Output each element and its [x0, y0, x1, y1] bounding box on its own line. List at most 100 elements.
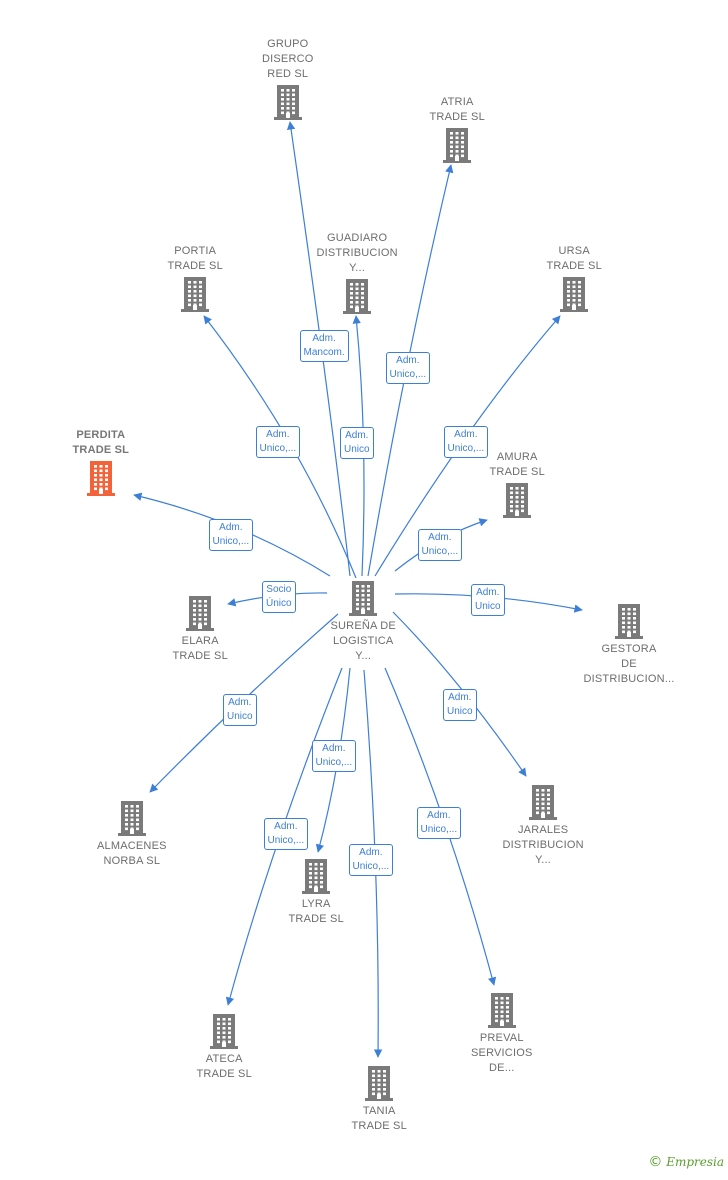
- company-label-grupo-line: DISERCO: [262, 53, 314, 65]
- edge-label-jarales[interactable]: Adm.Unico: [443, 689, 477, 721]
- company-label-grupo-line: GRUPO: [267, 38, 309, 50]
- edge-label-line: Adm.: [228, 697, 252, 708]
- company-label-ateca-line: TRADE SL: [196, 1068, 252, 1080]
- edge-label-line: Unico,...: [447, 443, 485, 454]
- company-label-ursa-line: TRADE SL: [546, 260, 602, 272]
- company-label-jarales-line: JARALES: [517, 824, 569, 836]
- edge-jarales: [392, 611, 527, 777]
- center-company-label-line: Y...: [355, 650, 372, 662]
- edge-label-grupo[interactable]: Adm.Mancom.: [299, 330, 349, 362]
- edge-label-line: Adm.: [359, 847, 383, 858]
- company-label-perdita-line: PERDITA: [76, 429, 126, 441]
- building-icon: [343, 279, 371, 314]
- edge-label-line: Unico,...: [389, 369, 427, 380]
- company-label-grupo: GRUPO DISERCO RED SL: [262, 37, 314, 82]
- company-label-gestora: GESTORA DE DISTRIBUCION...: [584, 642, 675, 687]
- company-label-portia-line: TRADE SL: [167, 260, 223, 272]
- company-label-jarales: JARALES DISTRIBUCION Y...: [503, 823, 584, 868]
- company-label-jarales-line: DISTRIBUCION: [502, 839, 584, 851]
- building-icon: [349, 581, 377, 616]
- edge-label-line: Unico,...: [352, 861, 390, 872]
- company-label-perdita-line: TRADE SL: [72, 444, 130, 456]
- company-label-gestora-line: DISTRIBUCION...: [583, 673, 675, 685]
- center-company-label: SUREÑA DE LOGISTICA Y...: [331, 619, 396, 664]
- company-label-atria-line: ATRIA: [440, 96, 474, 108]
- building-icon: [186, 596, 214, 631]
- edge-label-line: Unico: [344, 444, 370, 455]
- edge-label-line: Adm.: [274, 821, 298, 832]
- edge-label-gestora[interactable]: Adm. Unico: [471, 584, 505, 616]
- company-label-ursa: URSA TRADE SL: [547, 244, 602, 274]
- center-company-label-line: LOGISTICA: [332, 635, 394, 647]
- company-label-perdita: PERDITA TRADE SL: [73, 428, 130, 458]
- edge-label-guadiaro[interactable]: Adm.Unico: [340, 427, 374, 459]
- edge-label-line: Socio: [266, 584, 292, 595]
- edge-label-almacenes[interactable]: Adm. Unico: [223, 694, 257, 726]
- edge-label-atria[interactable]: Adm. Unico,...: [385, 352, 431, 384]
- building-icon: [503, 483, 531, 518]
- edge-label-lyra[interactable]: Adm. Unico,...: [311, 740, 357, 772]
- company-label-almacenes: ALMACENES NORBA SL: [97, 839, 167, 869]
- edge-label-line: Adm.: [428, 532, 452, 543]
- edge-label-perdita[interactable]: Adm.Unico,...: [208, 519, 254, 551]
- company-label-jarales-line: Y...: [535, 854, 552, 866]
- company-label-amura-line: AMURA: [496, 451, 538, 463]
- edge-label-line: Unico: [227, 711, 253, 722]
- edge-label-line: Adm.: [427, 810, 451, 821]
- company-label-guadiaro-line: DISTRIBUCION: [316, 247, 398, 259]
- building-icon: [87, 461, 115, 496]
- edge-label-ateca[interactable]: Adm.Unico,...: [263, 818, 309, 850]
- brand-name: Empresia: [666, 1155, 724, 1169]
- company-label-gestora-line: DE: [621, 658, 637, 670]
- edge-label-line: Adm.: [454, 429, 478, 440]
- company-label-tania-line: TRADE SL: [351, 1120, 407, 1132]
- building-icon: [210, 1014, 238, 1049]
- building-icon: [488, 993, 516, 1028]
- company-label-guadiaro-line: GUADIARO: [326, 232, 388, 244]
- company-label-almacenes-line: NORBA SL: [103, 855, 161, 867]
- company-label-preval-line: SERVICIOS: [471, 1047, 533, 1059]
- edge-label-line: Adm.: [396, 355, 420, 366]
- edge-label-line: Adm.: [266, 429, 290, 440]
- company-label-guadiaro-line: Y...: [349, 262, 366, 274]
- company-label-grupo-line: RED SL: [267, 68, 309, 80]
- company-label-ursa-line: URSA: [558, 245, 590, 257]
- edge-label-preval[interactable]: Adm.Unico,...: [416, 807, 462, 839]
- company-label-gestora-line: GESTORA: [601, 643, 657, 655]
- edge-label-amura[interactable]: Adm. Unico,...: [417, 529, 463, 561]
- building-icon: [181, 277, 209, 312]
- edge-label-line: Adm.: [219, 522, 243, 533]
- building-icon: [560, 277, 588, 312]
- edge-label-line: Unico: [447, 706, 473, 717]
- edge-label-line: Mancom.: [303, 347, 345, 358]
- edge-label-ursa[interactable]: Adm. Unico,...: [443, 426, 489, 458]
- company-label-lyra-line: TRADE SL: [288, 913, 344, 925]
- edge-label-line: Adm.: [476, 587, 500, 598]
- company-label-preval-line: PREVAL: [479, 1032, 524, 1044]
- edge-label-tania[interactable]: Adm. Unico,...: [348, 844, 394, 876]
- edge-label-line: Único: [266, 598, 292, 609]
- company-label-guadiaro: GUADIARO DISTRIBUCION Y...: [317, 231, 398, 276]
- center-company-label-line: SUREÑA DE: [330, 620, 396, 632]
- edge-label-line: Unico,...: [315, 757, 353, 768]
- edge-label-line: Unico: [475, 601, 501, 612]
- edge-grupo: [286, 121, 351, 577]
- edge-label-portia[interactable]: Adm.Unico,...: [255, 426, 301, 458]
- company-label-elara-line: ELARA: [181, 635, 219, 647]
- edge-label-line: Adm.: [322, 743, 346, 754]
- company-label-almacenes-line: ALMACENES: [97, 840, 167, 852]
- company-label-amura: AMURA TRADE SL: [490, 450, 545, 480]
- building-icon: [118, 801, 146, 836]
- company-label-amura-line: TRADE SL: [489, 466, 545, 478]
- copyright-icon: ©: [648, 1154, 663, 1170]
- building-icon: [302, 859, 330, 894]
- edge-label-line: Unico,...: [421, 546, 459, 557]
- brand-watermark: © Empresia: [648, 1154, 724, 1170]
